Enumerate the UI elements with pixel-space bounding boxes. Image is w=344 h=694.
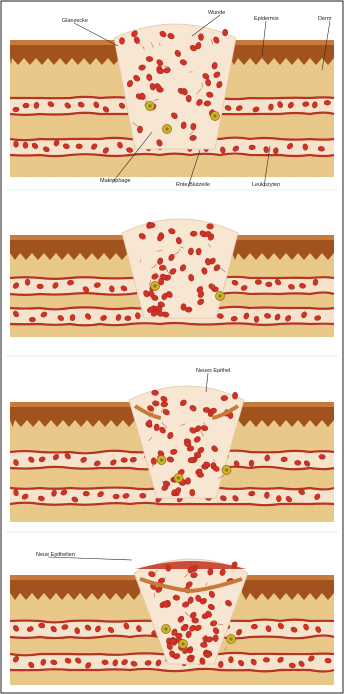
- blood-cell-p2-2: [254, 316, 259, 323]
- blood-cell-p4-2: [263, 657, 270, 662]
- blood-cell-p4-1: [251, 624, 258, 629]
- wound-blood-cell-p3: [197, 472, 204, 478]
- blood-cell-p4-2: [228, 656, 233, 663]
- blood-cell-p2-2: [29, 317, 35, 322]
- wound-blood-cell-p2: [196, 248, 202, 255]
- wound-blood-cell-p3: [189, 489, 195, 496]
- wound-blood-cell-p1: [190, 123, 196, 130]
- macrophage-nucleus-p1-3: [165, 127, 168, 130]
- blood-cell-p2-1: [266, 282, 272, 287]
- macrophage-nucleus-p3-2: [225, 468, 228, 471]
- wound-blood-cell-p2: [207, 224, 214, 230]
- blood-cell-p4-2: [102, 660, 109, 665]
- macrophage-nucleus-p4-3: [181, 642, 184, 645]
- blood-cell-p2-1: [25, 279, 30, 285]
- wound-blood-cell-p3: [151, 390, 158, 396]
- blood-cell-p3-2: [113, 494, 120, 500]
- blood-cell-p2-1: [255, 279, 262, 284]
- macrophage-nucleus-p3-1: [160, 458, 163, 461]
- label-neues-epithel: Neues Epithel: [196, 368, 230, 374]
- label-derm: Derm: [318, 16, 332, 22]
- blood-cell-p2-2: [125, 316, 132, 321]
- blood-cell-p3-2: [264, 492, 270, 499]
- blood-cell-p3-1: [319, 454, 326, 459]
- wound-blood-cell-p2: [185, 307, 192, 313]
- panel-3: [10, 386, 334, 522]
- wound-blood-cell-p4: [192, 618, 199, 624]
- label-makrophage: Makrophage: [100, 178, 131, 184]
- wound-blood-cell-p3: [154, 424, 160, 431]
- panel-2: [10, 219, 334, 337]
- blood-cell-p3-2: [139, 493, 146, 498]
- blood-cell-p1-2: [14, 141, 19, 147]
- macrophage-nucleus-p1-2: [213, 114, 216, 117]
- wound-blood-cell-p1: [137, 126, 143, 133]
- wound-blood-cell-p4: [213, 635, 218, 642]
- wound-blood-cell-p2: [190, 231, 197, 237]
- epidermis-surface-left-p4: [10, 575, 140, 580]
- wound-blood-cell-p1: [119, 37, 124, 44]
- blood-cell-p3-1: [249, 460, 255, 467]
- blood-cell-p1-2: [76, 144, 83, 149]
- label-glanzecke: Glanzecke: [62, 18, 88, 24]
- wound-blood-cell-p3: [221, 395, 228, 401]
- wound-blood-cell-p1: [222, 29, 228, 36]
- blood-cell-p2-1: [37, 284, 44, 289]
- epidermis-surface-right-p4: [242, 575, 334, 580]
- label-epidermis: Epidermis: [254, 16, 279, 22]
- blood-cell-p1-2: [23, 142, 28, 149]
- blood-cell-p1-1: [13, 107, 20, 112]
- macrophage-nucleus-p1-1: [148, 104, 151, 107]
- blood-cell-p1-2: [249, 145, 256, 150]
- epidermis-surface-right-p1: [230, 40, 334, 45]
- wound-blood-cell-p1: [157, 68, 164, 74]
- label-neue-epithelien: Neue Epithelien: [36, 552, 75, 558]
- blood-cell-p3-1: [294, 460, 301, 465]
- wound-blood-cell-p3: [161, 402, 168, 408]
- panel-1: [10, 24, 334, 177]
- wound-blood-cell-p3: [232, 392, 238, 399]
- blood-cell-p3-2: [276, 495, 281, 501]
- wound-blood-cell-p1: [186, 95, 191, 102]
- macrophage-nucleus-p2-2: [218, 294, 221, 297]
- epidermis-surface-left-p3: [10, 402, 135, 407]
- blood-cell-p4-2: [218, 661, 223, 668]
- macrophage-nucleus-p3-3: [177, 476, 180, 479]
- epidermis-surface-right-p3: [238, 402, 334, 407]
- blood-cell-p2-1: [67, 280, 74, 285]
- label-rote-blutzelle: Rote Blutzelle: [176, 182, 210, 188]
- epidermis-surface-left-p1: [10, 40, 120, 45]
- epidermis-surface-right-p2: [232, 235, 334, 240]
- blood-cell-p1-1: [324, 100, 331, 105]
- macrophage-nucleus-p4-2: [229, 637, 232, 640]
- macrophage-nucleus-p2-1: [153, 284, 156, 287]
- wound-blood-cell-p3: [203, 407, 210, 413]
- panel-4: [10, 559, 334, 685]
- macrophage-nucleus-p4-1: [164, 627, 167, 630]
- label-leukozyten: Leukozyten: [252, 182, 280, 188]
- wound-blood-cell-p3: [185, 477, 190, 484]
- label-wunde: Wunde: [208, 10, 225, 16]
- blood-cell-p3-1: [121, 458, 128, 463]
- blood-cell-p3-2: [83, 491, 90, 496]
- epidermis-surface-left-p2: [10, 235, 128, 240]
